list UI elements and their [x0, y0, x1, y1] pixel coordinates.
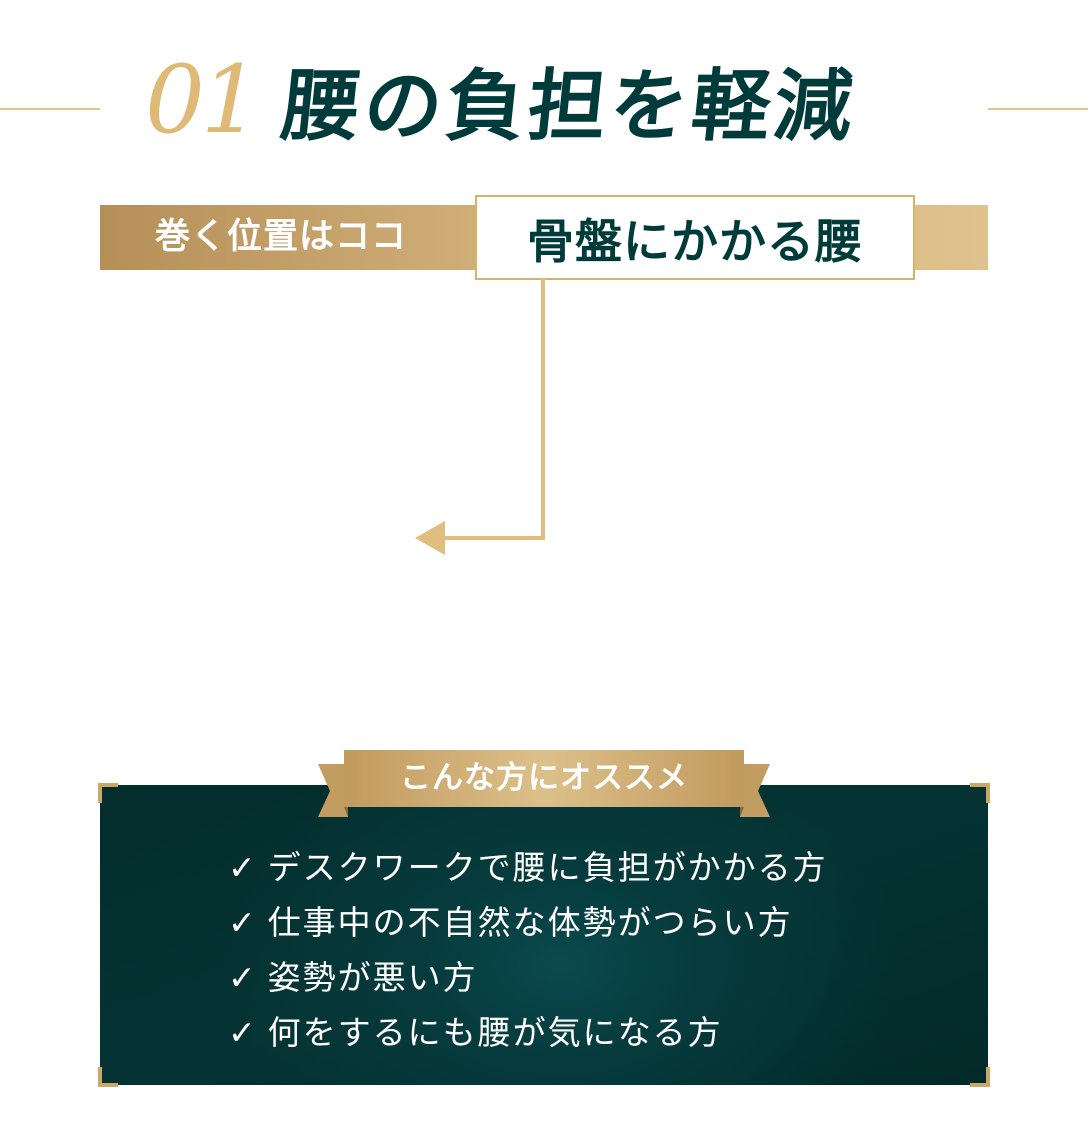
corner-ornament-top-right-icon: [970, 783, 990, 803]
list-item-text: 姿勢が悪い方: [267, 958, 478, 997]
position-target-box: 骨盤にかかる腰: [475, 195, 915, 280]
position-target-text: 骨盤にかかる腰: [527, 215, 863, 270]
corner-ornament-top-left-icon: [98, 783, 118, 803]
section-number: 01: [145, 45, 261, 155]
list-item: ✓仕事中の不自然な体勢がつらい方: [228, 895, 828, 950]
check-icon: ✓: [228, 848, 258, 887]
corner-ornament-bottom-left-icon: [98, 1067, 118, 1087]
check-icon: ✓: [228, 903, 258, 942]
recommend-list: ✓デスクワークで腰に負担がかかる方 ✓仕事中の不自然な体勢がつらい方 ✓姿勢が悪…: [228, 840, 828, 1060]
check-icon: ✓: [228, 1013, 258, 1052]
title-line-right: [988, 108, 1088, 110]
list-item-text: デスクワークで腰に負担がかかる方: [267, 848, 828, 887]
corner-ornament-bottom-right-icon: [970, 1067, 990, 1087]
section-heading: 01 腰の負担を軽減: [145, 40, 861, 160]
check-icon: ✓: [228, 958, 258, 997]
position-label: 巻く位置はココ: [155, 217, 408, 257]
recommend-panel: [100, 785, 988, 1085]
list-item-text: 仕事中の不自然な体勢がつらい方: [267, 903, 793, 942]
list-item-text: 何をするにも腰が気になる方: [267, 1013, 723, 1052]
list-item: ✓姿勢が悪い方: [228, 950, 828, 1005]
list-item: ✓何をするにも腰が気になる方: [228, 1005, 828, 1060]
list-item: ✓デスクワークで腰に負担がかかる方: [228, 840, 828, 895]
title-line-left: [0, 108, 100, 110]
recommend-badge-label: こんな方にオススメ: [400, 760, 688, 796]
recommend-ribbon-icon: [318, 750, 770, 817]
